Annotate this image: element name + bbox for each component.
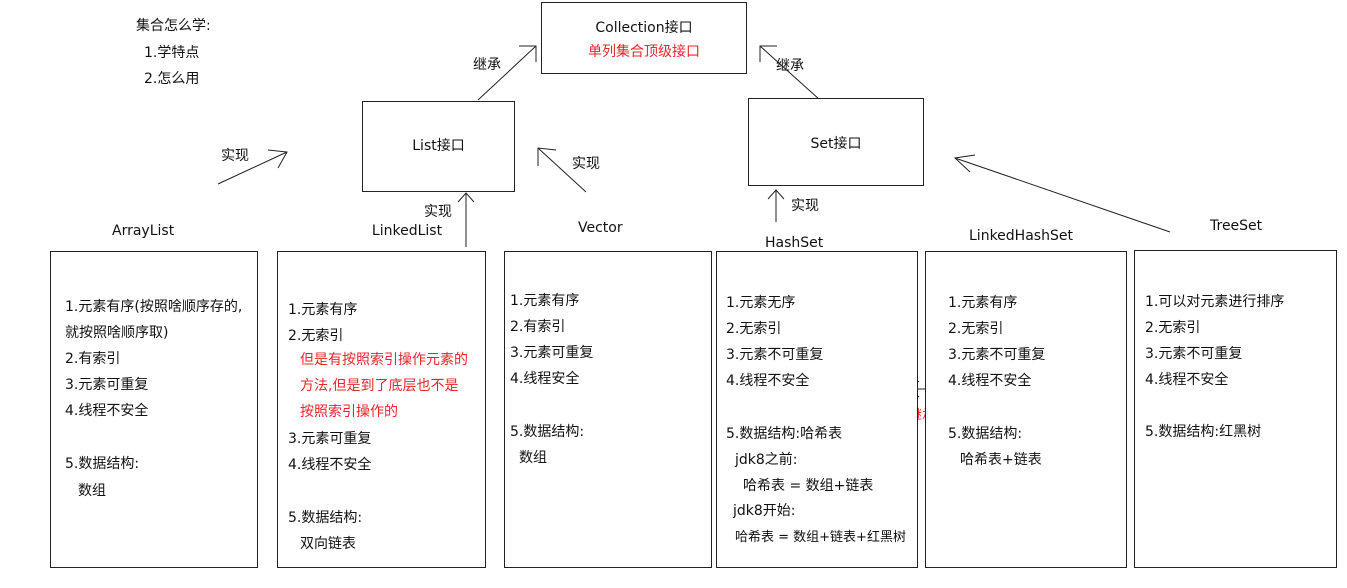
treeset-line-5: 5.数据结构:红黑树 bbox=[1145, 424, 1262, 440]
note-title: 集合怎么学: bbox=[136, 18, 211, 34]
hashset-title: HashSet bbox=[765, 235, 824, 251]
linkedhashset-line-5: 5.数据结构: bbox=[948, 426, 1023, 442]
arrow-list-to-collection bbox=[477, 45, 537, 101]
treeset-line-2: 2.无索引 bbox=[1145, 320, 1201, 336]
linkedlist-line-4: 方法,但是到了底层也不是 bbox=[300, 378, 459, 394]
arrow-arraylist-to-list bbox=[217, 149, 288, 185]
vector-line-2: 2.有索引 bbox=[510, 319, 566, 335]
arraylist-line-5: 4.线程不安全 bbox=[65, 403, 149, 419]
vector-line-5: 5.数据结构: bbox=[510, 424, 585, 440]
linkedlist-line-5: 按照索引操作的 bbox=[300, 404, 398, 420]
linkedlist-line-9: 双向链表 bbox=[300, 536, 356, 552]
treeset-title: TreeSet bbox=[1210, 218, 1263, 234]
list-interface-box: List接口 bbox=[362, 101, 515, 192]
linkedlist-line-3: 但是有按照索引操作元素的 bbox=[300, 352, 468, 368]
arraylist-line-6: 5.数据结构: bbox=[65, 456, 140, 472]
note-item-2: 2.怎么用 bbox=[144, 71, 200, 87]
arrow-hashset-to-set bbox=[767, 189, 785, 222]
linkedhashset-line-2: 2.无索引 bbox=[948, 321, 1004, 337]
collection-interface-box: Collection接口 单列集合顶级接口 bbox=[541, 2, 747, 74]
arraylist-line-7: 数组 bbox=[78, 483, 106, 499]
arraylist-line-1: 1.元素有序(按照啥顺序存的, bbox=[65, 299, 243, 315]
arraylist-line-4: 3.元素可重复 bbox=[65, 377, 149, 393]
linkedlist-title: LinkedList bbox=[371, 223, 443, 239]
linkedhashset-box: 1.元素有序 2.无索引 3.元素不可重复 4.线程不安全 5.数据结构: 哈希… bbox=[925, 251, 1127, 568]
arraylist-line-3: 2.有索引 bbox=[65, 351, 121, 367]
arrow-treeset-to-set bbox=[953, 154, 1171, 233]
arrow-vector-to-list bbox=[537, 147, 587, 193]
hashset-line-1: 1.元素无序 bbox=[726, 295, 796, 311]
treeset-line-3: 3.元素不可重复 bbox=[1145, 346, 1243, 362]
linkedlist-box: 1.元素有序 2.无索引 但是有按照索引操作元素的 方法,但是到了底层也不是 按… bbox=[277, 251, 486, 568]
collection-subtitle: 单列集合顶级接口 bbox=[588, 44, 700, 60]
impl-label-linkedlist: 实现 bbox=[424, 204, 452, 220]
hashset-line-7: 哈希表 = 数组+链表 bbox=[743, 478, 874, 494]
hashset-line-2: 2.无索引 bbox=[726, 321, 782, 337]
set-interface-box: Set接口 bbox=[748, 98, 924, 186]
arrow-set-to-collection bbox=[759, 45, 821, 101]
inherit-label-right: 继承 bbox=[776, 58, 804, 74]
hashset-line-4: 4.线程不安全 bbox=[726, 373, 810, 389]
inherit-label-left: 继承 bbox=[473, 57, 501, 73]
vector-line-6: 数组 bbox=[519, 450, 547, 466]
linkedlist-line-8: 5.数据结构: bbox=[288, 510, 363, 526]
vector-box: 1.元素有序 2.有索引 3.元素可重复 4.线程安全 5.数据结构: 数组 bbox=[504, 251, 712, 568]
linkedhashset-line-4: 4.线程不安全 bbox=[948, 373, 1032, 389]
hashset-line-5: 5.数据结构:哈希表 bbox=[726, 426, 843, 442]
impl-label-arraylist: 实现 bbox=[221, 148, 249, 164]
hashset-box: 1.元素无序 2.无索引 3.元素不可重复 4.线程不安全 5.数据结构:哈希表… bbox=[716, 251, 918, 568]
arraylist-line-2: 就按照啥顺序取) bbox=[65, 325, 169, 341]
linkedlist-line-6: 3.元素可重复 bbox=[288, 431, 372, 447]
set-interface-title: Set接口 bbox=[810, 136, 862, 152]
list-interface-title: List接口 bbox=[412, 138, 465, 154]
linkedhashset-line-3: 3.元素不可重复 bbox=[948, 347, 1046, 363]
vector-line-4: 4.线程安全 bbox=[510, 371, 580, 387]
linkedlist-line-7: 4.线程不安全 bbox=[288, 457, 372, 473]
hashset-line-3: 3.元素不可重复 bbox=[726, 347, 824, 363]
note-item-1: 1.学特点 bbox=[144, 45, 200, 61]
collection-title: Collection接口 bbox=[595, 20, 693, 36]
linkedhashset-line-6: 哈希表+链表 bbox=[960, 452, 1042, 468]
vector-line-3: 3.元素可重复 bbox=[510, 345, 594, 361]
treeset-line-1: 1.可以对元素进行排序 bbox=[1145, 294, 1285, 310]
hashset-line-6: jdk8之前: bbox=[735, 452, 798, 468]
linkedhashset-line-1: 1.元素有序 bbox=[948, 295, 1018, 311]
impl-label-vector: 实现 bbox=[572, 156, 600, 172]
treeset-box: 1.可以对元素进行排序 2.无索引 3.元素不可重复 4.线程不安全 5.数据结… bbox=[1134, 250, 1337, 568]
vector-title: Vector bbox=[578, 220, 623, 236]
hashset-line-8: jdk8开始: bbox=[733, 503, 796, 519]
arraylist-box: 1.元素有序(按照啥顺序存的, 就按照啥顺序取) 2.有索引 3.元素可重复 4… bbox=[50, 251, 258, 568]
treeset-line-4: 4.线程不安全 bbox=[1145, 372, 1229, 388]
vector-line-1: 1.元素有序 bbox=[510, 293, 580, 309]
linkedlist-line-2: 2.无索引 bbox=[288, 328, 344, 344]
impl-label-hashset: 实现 bbox=[791, 198, 819, 214]
arraylist-title: ArrayList bbox=[112, 223, 175, 239]
arrow-linkedlist-to-list bbox=[457, 192, 475, 247]
linkedlist-line-1: 1.元素有序 bbox=[288, 302, 358, 318]
hashset-line-9: 哈希表 = 数组+链表+红黑树 bbox=[735, 530, 906, 545]
linkedhashset-title: LinkedHashSet bbox=[969, 228, 1073, 244]
